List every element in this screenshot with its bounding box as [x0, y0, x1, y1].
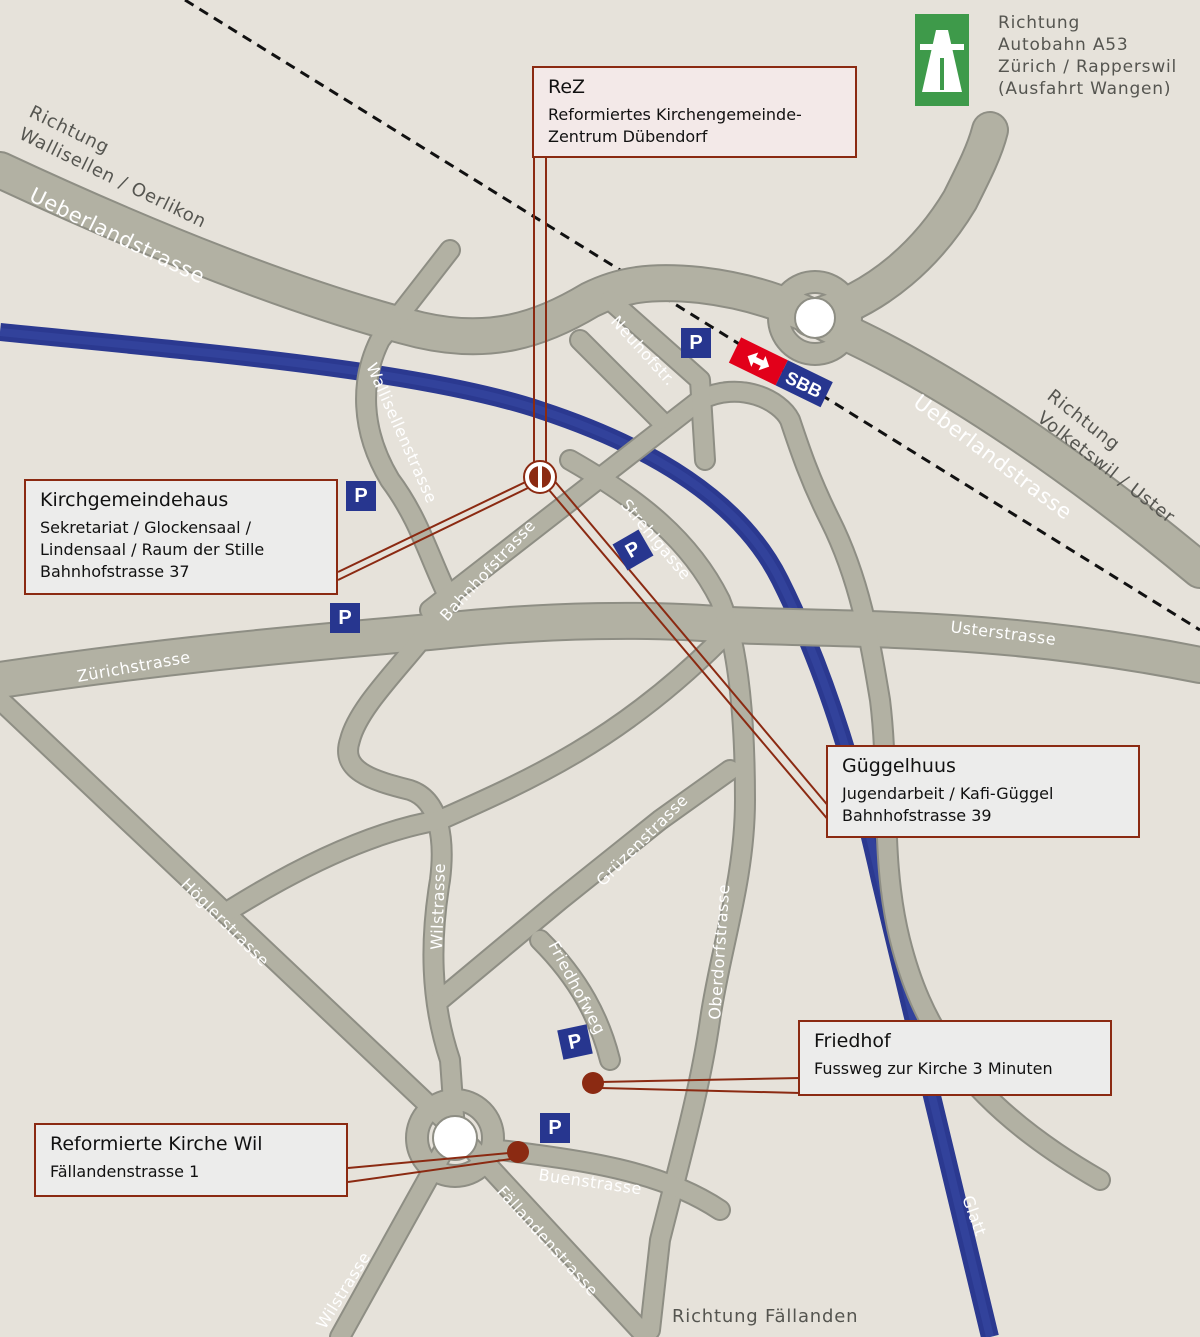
location-marker-friedhof: [582, 1072, 604, 1094]
location-marker-kirche-wil: [507, 1141, 529, 1163]
parking-icon: P: [557, 1024, 593, 1060]
direction-label-faellanden: Richtung Fällanden: [672, 1306, 858, 1327]
callout-line: Bahnhofstrasse 37: [40, 562, 190, 581]
callout-title: Reformierte Kirche Wil: [50, 1133, 263, 1155]
callout-connectors: [337, 150, 831, 1183]
location-marker-rez: [523, 460, 557, 494]
parking-icon: P: [346, 481, 376, 511]
callout-rez: ReZ Reformiertes Kirchengemeinde- Zentru…: [532, 66, 857, 158]
direction-autobahn: Richtung Autobahn A53 Zürich / Rapperswi…: [998, 12, 1177, 100]
street-label-wil: Wilstrasse: [427, 863, 449, 950]
parking-icon: P: [681, 328, 711, 358]
callout-line: Fussweg zur Kirche 3 Minuten: [814, 1059, 1053, 1078]
callout-friedhof: Friedhof Fussweg zur Kirche 3 Minuten: [798, 1020, 1112, 1096]
callout-gueggelhuus: Güggelhuus Jugendarbeit / Kafi-Güggel Ba…: [826, 745, 1140, 838]
direction-autobahn-line: (Ausfahrt Wangen): [998, 79, 1172, 99]
callout-line: Jugendarbeit / Kafi-Güggel: [842, 784, 1054, 803]
callout-line: Lindensaal / Raum der Stille: [40, 540, 265, 559]
callout-title: ReZ: [548, 76, 586, 98]
direction-autobahn-line: Zürich / Rapperswil: [998, 57, 1178, 77]
callout-line: Sekretariat / Glockensaal /: [40, 518, 252, 537]
direction-autobahn-line: Autobahn A53: [998, 35, 1129, 55]
callout-line: Fällandenstrasse 1: [50, 1162, 200, 1181]
callout-kirchgemeindehaus: Kirchgemeindehaus Sekretariat / Glockens…: [24, 479, 338, 595]
callout-kirche-wil: Reformierte Kirche Wil Fällandenstrasse …: [34, 1123, 348, 1197]
railway-line: [184, 0, 1200, 632]
parking-icon: P: [540, 1113, 570, 1143]
callout-line: Reformiertes Kirchengemeinde-: [548, 105, 802, 124]
direction-autobahn-line: Richtung: [998, 13, 1081, 33]
road-network: [0, 111, 1200, 1337]
callout-title: Güggelhuus: [842, 755, 956, 777]
callout-line: Zentrum Dübendorf: [548, 127, 708, 146]
parking-icon: P: [330, 603, 360, 633]
callout-line: Bahnhofstrasse 39: [842, 806, 992, 825]
motorway-icon: [915, 14, 969, 106]
callout-title: Friedhof: [814, 1030, 891, 1052]
sbb-logo-icon: SBB: [728, 337, 833, 408]
callout-title: Kirchgemeindehaus: [40, 489, 229, 511]
